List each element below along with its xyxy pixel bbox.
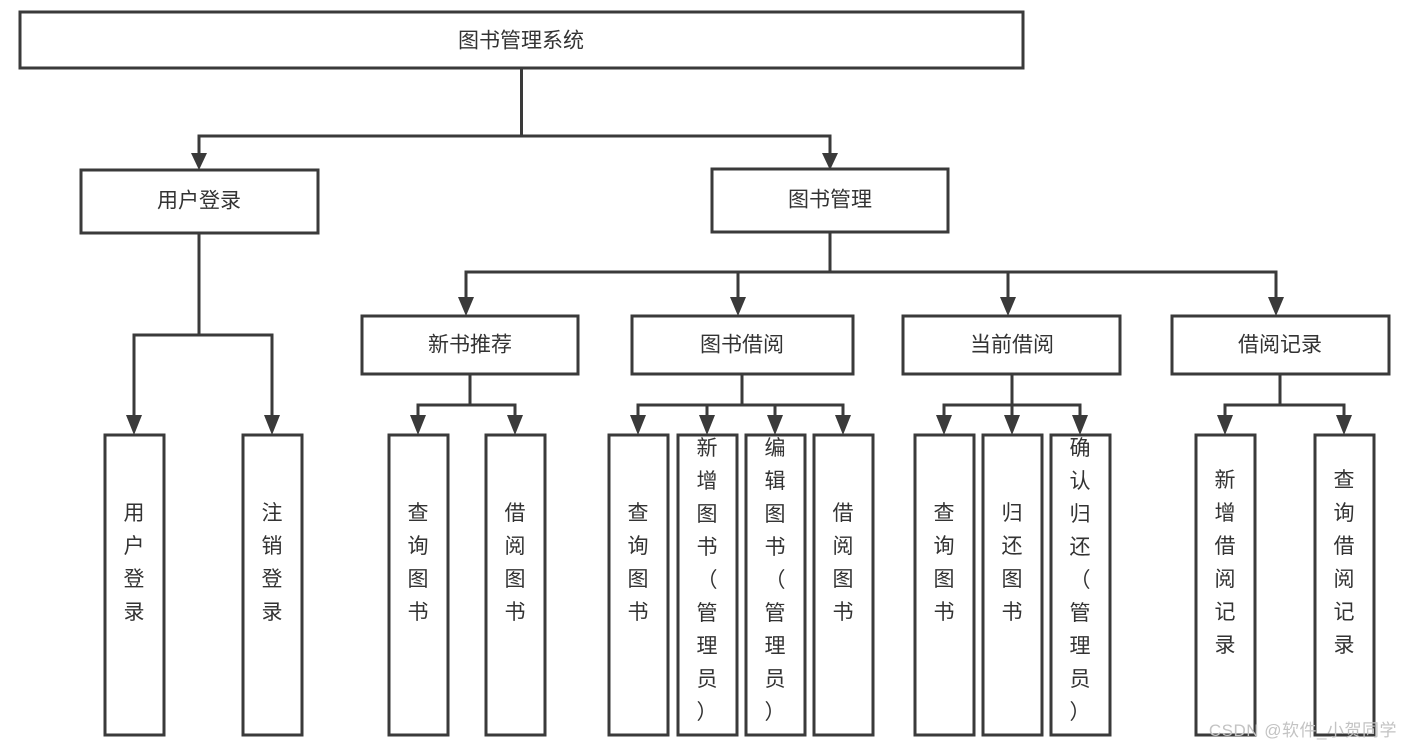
node-newbook-label: 新书推荐 [428, 334, 512, 357]
node-leaf-13[interactable]: 查询借阅记录 [1313, 433, 1376, 737]
node-leaf-4-label: 借阅图书 [505, 502, 526, 624]
node-leaf-10-label: 归还图书 [1002, 502, 1023, 624]
node-borrow[interactable]: 图书借阅 [630, 314, 855, 376]
node-leaf-6-label: 新增图书（管理员） [697, 437, 718, 724]
arrow-head-leaf-12 [1217, 415, 1233, 435]
node-leaf-5-label: 查询图书 [628, 502, 649, 624]
node-current-label: 当前借阅 [970, 334, 1054, 357]
csdn-watermark: CSDN @软件_小贺同学 [1208, 721, 1397, 740]
node-leaf-8[interactable]: 借阅图书 [812, 433, 875, 737]
arrow-head-leaf-11 [1072, 415, 1088, 435]
node-leaf-9[interactable]: 查询图书 [913, 433, 976, 737]
node-leaf-3-label: 查询图书 [408, 502, 429, 624]
arrow-head-leaf-2 [264, 415, 280, 435]
node-leaf-7-label: 编辑图书（管理员） [765, 437, 786, 724]
arrow-head-current [1000, 297, 1016, 316]
node-newbook[interactable]: 新书推荐 [360, 314, 580, 376]
arrow-head-leaf-1 [126, 415, 142, 435]
arrow-head-leaf-9 [936, 415, 952, 435]
node-leaf-1-label: 用户登录 [124, 502, 145, 624]
arrow-head-leaf-4 [507, 415, 523, 435]
node-leaf-12[interactable]: 新增借阅记录 [1194, 433, 1257, 737]
node-leaf-1[interactable]: 用户登录 [103, 433, 166, 737]
arrow-head-bookmgmt [822, 153, 838, 170]
node-root-label: 图书管理系统 [458, 30, 584, 53]
arrow-head-borrow [730, 297, 746, 316]
node-bookmgmt-label: 图书管理 [788, 189, 872, 212]
node-login[interactable]: 用户登录 [79, 168, 320, 235]
node-leaf-13-label: 查询借阅记录 [1334, 469, 1355, 657]
node-leaf-11[interactable]: 确认归还（管理员） [1049, 433, 1112, 737]
connector-layer [126, 66, 1352, 435]
node-root[interactable]: 图书管理系统 [18, 10, 1025, 70]
node-leaf-9-label: 查询图书 [934, 502, 955, 624]
node-leaf-6[interactable]: 新增图书（管理员） [676, 433, 739, 737]
node-leaf-11-label: 确认归还（管理员） [1070, 437, 1091, 724]
node-leaf-12-label: 新增借阅记录 [1215, 469, 1236, 657]
node-records-label: 借阅记录 [1238, 334, 1322, 357]
arrow-head-newbook [458, 297, 474, 316]
arrow-head-leaf-6 [699, 415, 715, 435]
arrow-head-leaf-10 [1004, 415, 1020, 435]
arrow-head-leaf-8 [835, 415, 851, 435]
node-current[interactable]: 当前借阅 [901, 314, 1122, 376]
arrow-head-login [191, 153, 207, 170]
arrow-head-leaf-13 [1336, 415, 1352, 435]
arrow-head-leaf-5 [630, 415, 646, 435]
node-leaf-2-label: 注销登录 [262, 502, 283, 624]
arrow-head-leaf-7 [767, 415, 783, 435]
node-leaf-2[interactable]: 注销登录 [241, 433, 304, 737]
node-borrow-label: 图书借阅 [700, 334, 784, 357]
arrow-head-records [1268, 297, 1284, 316]
node-login-label: 用户登录 [157, 190, 241, 213]
node-leaf-3[interactable]: 查询图书 [387, 433, 450, 737]
node-leaf-10[interactable]: 归还图书 [981, 433, 1044, 737]
node-bookmgmt[interactable]: 图书管理 [710, 167, 950, 234]
arrow-head-leaf-3 [410, 415, 426, 435]
node-leaf-7[interactable]: 编辑图书（管理员） [744, 433, 807, 737]
node-leaf-5[interactable]: 查询图书 [607, 433, 670, 737]
node-leaf-8-label: 借阅图书 [833, 502, 854, 624]
node-leaf-4[interactable]: 借阅图书 [484, 433, 547, 737]
node-records[interactable]: 借阅记录 [1170, 314, 1391, 376]
